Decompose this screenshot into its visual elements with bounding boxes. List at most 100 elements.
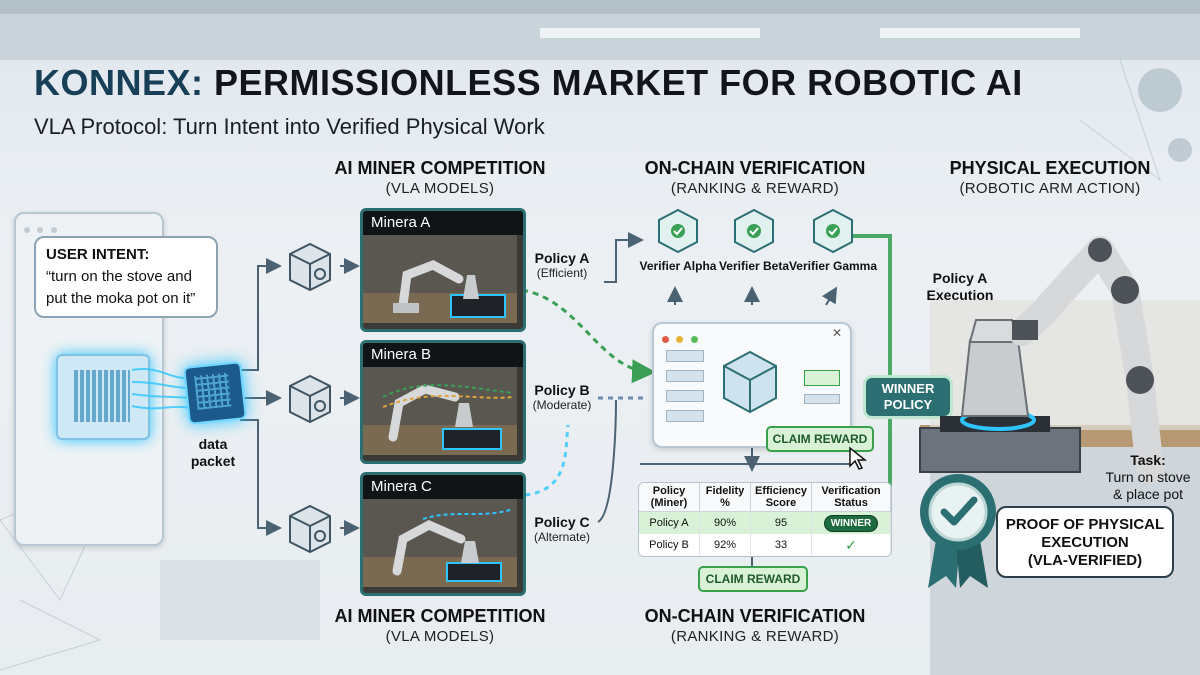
intent-text-line2: put the moka pot on it” [46, 290, 196, 307]
table-row: Policy B 92% 33 ✓ [639, 534, 891, 557]
policy-note: (Moderate) [532, 398, 592, 412]
cell-policy: Policy B [639, 534, 700, 557]
robot-arm-execution-icon [919, 236, 1164, 484]
server-icon-b [289, 374, 331, 424]
policy-name: Policy C [534, 514, 590, 530]
winner-badge-line1: WINNER [881, 381, 935, 396]
execution-line2: Execution [926, 287, 994, 303]
task-heading: Task: [1130, 452, 1166, 468]
proof-of-execution-box: PROOF OF PHYSICAL EXECUTION (VLA-VERIFIE… [996, 506, 1174, 578]
column-header-status: Verification Status [811, 483, 891, 513]
verify-section-heading-top: ON-CHAIN VERIFICATION (RANKING & REWARD) [610, 158, 900, 197]
task-line2: & place pot [1112, 486, 1184, 502]
brand-name: KONNEX: [34, 62, 204, 103]
robot-arm-scene-icon [363, 367, 517, 455]
table-header-row: Policy (Miner) Fidelity % Efficiency Sco… [639, 483, 891, 513]
proof-line1: PROOF OF PHYSICAL [1005, 516, 1165, 533]
mouse-cursor-icon [849, 446, 868, 470]
verifier-hex-icon [813, 208, 853, 254]
verifier-name: Verifier Beta [718, 259, 790, 273]
section-heading: ON-CHAIN VERIFICATION [644, 158, 866, 178]
section-heading: ON-CHAIN VERIFICATION [644, 606, 866, 626]
claim-reward-button-bottom[interactable]: CLAIM REWARD [698, 566, 808, 592]
server-icon-a [289, 242, 331, 292]
column-header-efficiency: Efficiency Score [750, 483, 812, 513]
verifier-hex-icon [658, 208, 698, 254]
ledger-cube-icon [723, 350, 777, 414]
miner-card-c: Minera C [360, 472, 526, 596]
miner-card-b: Minera B [360, 340, 526, 464]
winner-badge-line2: POLICY [883, 397, 933, 412]
column-header-policy: Policy (Miner) [639, 483, 700, 513]
intent-label: USER INTENT: [46, 246, 150, 263]
data-packet-cube-icon [183, 361, 247, 425]
verifier-gamma: Verifier Gamma [788, 208, 878, 273]
miner-name: Minera A [363, 211, 523, 235]
policy-label-c: Policy C (Alternate) [522, 514, 602, 544]
policy-label-b: Policy B (Moderate) [522, 382, 602, 412]
cell-status: ✓ [811, 534, 891, 557]
section-heading: PHYSICAL EXECUTION [949, 158, 1151, 178]
window-dots [24, 220, 57, 238]
verifier-alpha: Verifier Alpha [638, 208, 718, 273]
policy-name: Policy A [534, 250, 590, 266]
cell-status: WINNER [811, 511, 891, 535]
proof-line2: EXECUTION [1041, 534, 1129, 551]
policy-name: Policy B [534, 382, 590, 398]
verifier-name: Verifier Alpha [639, 259, 717, 273]
robot-arm-scene-icon [363, 499, 517, 587]
checkmark-icon: ✓ [845, 536, 857, 553]
intent-screen-icon [56, 354, 150, 440]
execution-policy-label: Policy A Execution [920, 270, 1000, 304]
proof-line3: (VLA-VERIFIED) [1027, 552, 1143, 569]
miner-section-heading-bottom: AI MINER COMPETITION (VLA MODELS) [300, 606, 580, 645]
miner-name: Minera C [363, 475, 523, 499]
policy-note: (Efficient) [536, 266, 588, 280]
verifier-beta: Verifier Beta [714, 208, 794, 273]
section-heading: AI MINER COMPETITION [334, 158, 546, 178]
user-intent-bubble: USER INTENT: “turn on the stove and put … [34, 236, 218, 318]
data-packet-line1: data [198, 436, 228, 452]
data-packet-line2: packet [190, 453, 236, 469]
task-label: Task: Turn on stove & place pot [1098, 452, 1198, 503]
section-subheading: (VLA MODELS) [385, 627, 495, 645]
winner-status-badge: WINNER [823, 514, 879, 532]
verifier-hex-icon [734, 208, 774, 254]
data-packet-label: data packet [176, 436, 250, 470]
cell-fidelity: 92% [699, 534, 751, 557]
policy-label-a: Policy A (Efficient) [522, 250, 602, 280]
verifier-name: Verifier Gamma [788, 259, 878, 273]
exec-section-heading-top: PHYSICAL EXECUTION (ROBOTIC ARM ACTION) [920, 158, 1180, 197]
verify-section-heading-bottom: ON-CHAIN VERIFICATION (RANKING & REWARD) [610, 606, 900, 645]
cell-policy: Policy A [639, 511, 700, 535]
section-subheading: (VLA MODELS) [385, 179, 495, 197]
verification-table: Policy (Miner) Fidelity % Efficiency Sco… [638, 482, 892, 558]
claim-reward-button-top[interactable]: CLAIM REWARD [766, 426, 874, 452]
title-text: PERMISSIONLESS MARKET FOR ROBOTIC AI [214, 62, 1023, 103]
section-subheading: (RANKING & REWARD) [670, 179, 840, 197]
table-row: Policy A 90% 95 WINNER [639, 511, 891, 535]
column-header-fidelity: Fidelity % [699, 483, 751, 513]
cell-efficiency: 33 [750, 534, 812, 557]
task-line1: Turn on stove [1105, 469, 1191, 485]
winner-policy-badge: WINNER POLICY [866, 378, 950, 416]
section-subheading: (RANKING & REWARD) [670, 627, 840, 645]
section-heading: AI MINER COMPETITION [334, 606, 546, 626]
close-icon[interactable]: ✕ [831, 326, 842, 340]
policy-note: (Alternate) [533, 530, 591, 544]
intent-text-line1: “turn on the stove and [46, 268, 192, 285]
window-controls [662, 330, 698, 348]
execution-line1: Policy A [932, 270, 988, 286]
page-title: KONNEX: PERMISSIONLESS MARKET FOR ROBOTI… [34, 62, 1023, 104]
server-icon-c [289, 504, 331, 554]
robot-arm-scene-icon [363, 235, 517, 323]
section-subheading: (ROBOTIC ARM ACTION) [959, 179, 1141, 197]
cell-efficiency: 95 [750, 511, 812, 535]
verified-ribbon-badge-icon [920, 474, 996, 588]
cell-fidelity: 90% [699, 511, 751, 535]
miner-section-heading-top: AI MINER COMPETITION (VLA MODELS) [300, 158, 580, 197]
page-subtitle: VLA Protocol: Turn Intent into Verified … [34, 114, 545, 139]
miner-name: Minera B [363, 343, 523, 367]
miner-card-a: Minera A [360, 208, 526, 332]
